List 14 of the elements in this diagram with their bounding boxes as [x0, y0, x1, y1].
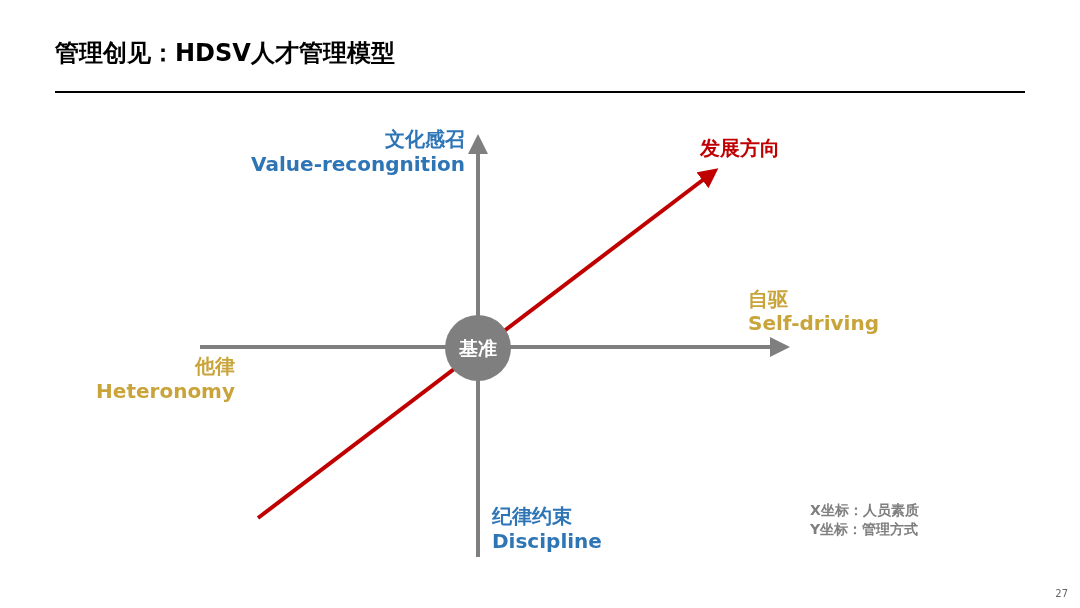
- center-circle: 基准: [445, 315, 511, 381]
- axis-note: Y坐标：管理方式: [810, 521, 919, 538]
- page-number: 27: [1055, 588, 1068, 600]
- axis-label: 自驱: [748, 288, 788, 311]
- axis-label: 纪律约束: [492, 505, 572, 528]
- axis-label: 文化感召: [385, 128, 465, 151]
- axis-label: Discipline: [492, 530, 602, 553]
- axis-label: Heteronomy: [96, 380, 235, 403]
- axis-label: Self-driving: [748, 312, 879, 335]
- page-title: 管理创见：HDSV人才管理模型: [55, 40, 395, 68]
- axis-note: X坐标：人员素质: [810, 502, 919, 519]
- axis-label: Value-recongnition: [251, 153, 465, 176]
- direction-label: 发展方向: [700, 137, 780, 160]
- axis-label: 他律: [195, 355, 235, 378]
